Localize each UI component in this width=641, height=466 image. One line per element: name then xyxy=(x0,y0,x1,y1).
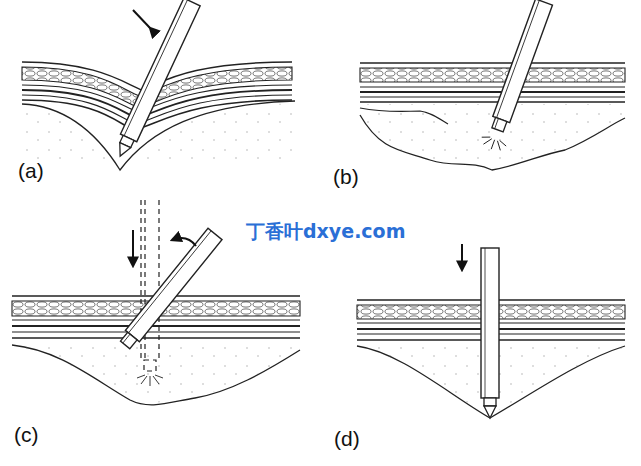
panel-label: (b) xyxy=(333,166,359,187)
panel-label: (a) xyxy=(18,160,44,181)
panel-label: (d) xyxy=(334,428,360,449)
panel-label: (c) xyxy=(14,424,39,445)
watermark: 丁香叶dxye.com xyxy=(246,222,405,241)
